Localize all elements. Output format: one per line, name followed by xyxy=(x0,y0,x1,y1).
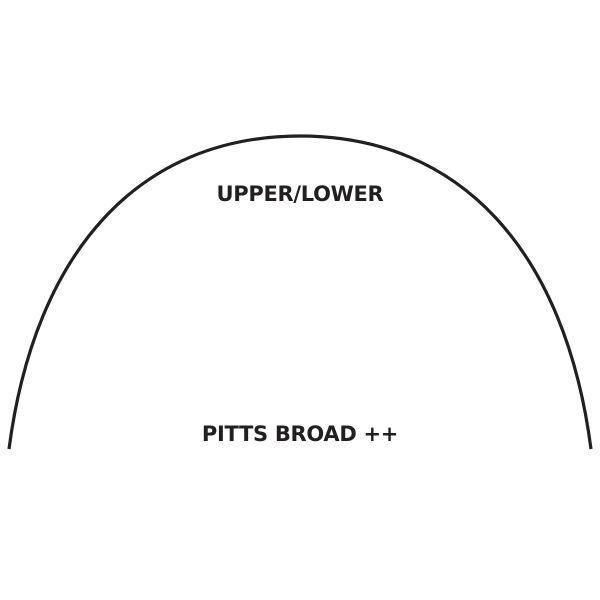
arch-label: UPPER/LOWER xyxy=(216,182,384,206)
arch-form-name: PITTS BROAD ++ xyxy=(201,422,399,446)
arch-curve xyxy=(7,134,593,450)
